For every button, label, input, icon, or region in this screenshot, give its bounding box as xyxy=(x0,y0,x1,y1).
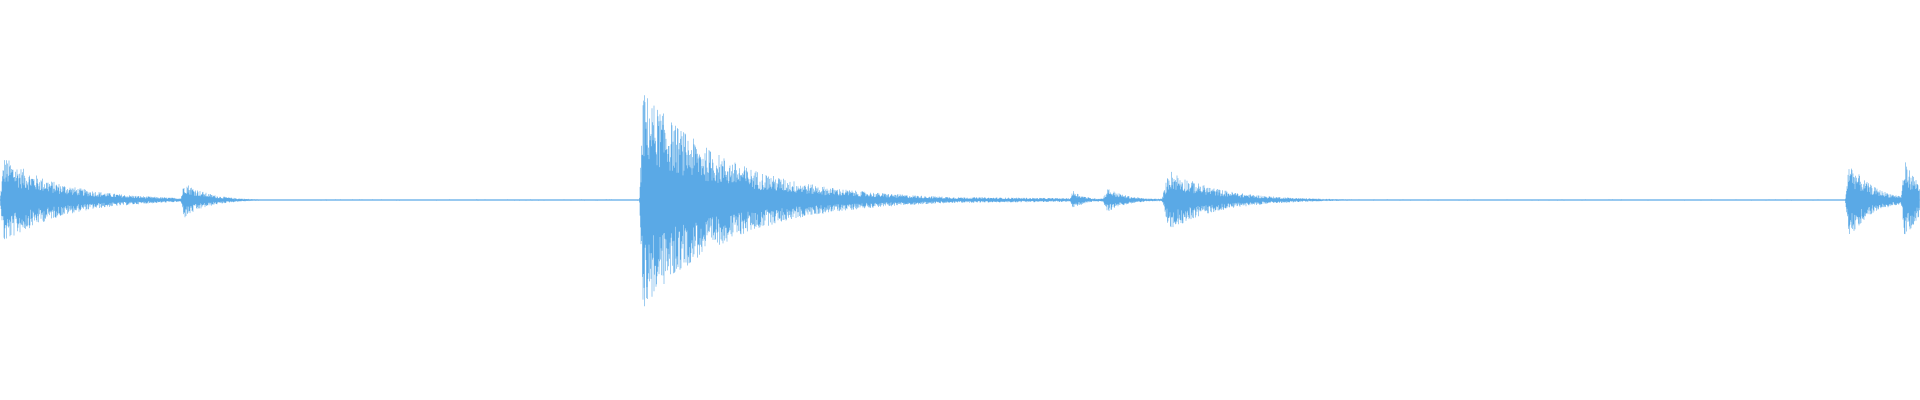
waveform-samples xyxy=(0,95,1920,307)
waveform-path xyxy=(0,95,1920,307)
